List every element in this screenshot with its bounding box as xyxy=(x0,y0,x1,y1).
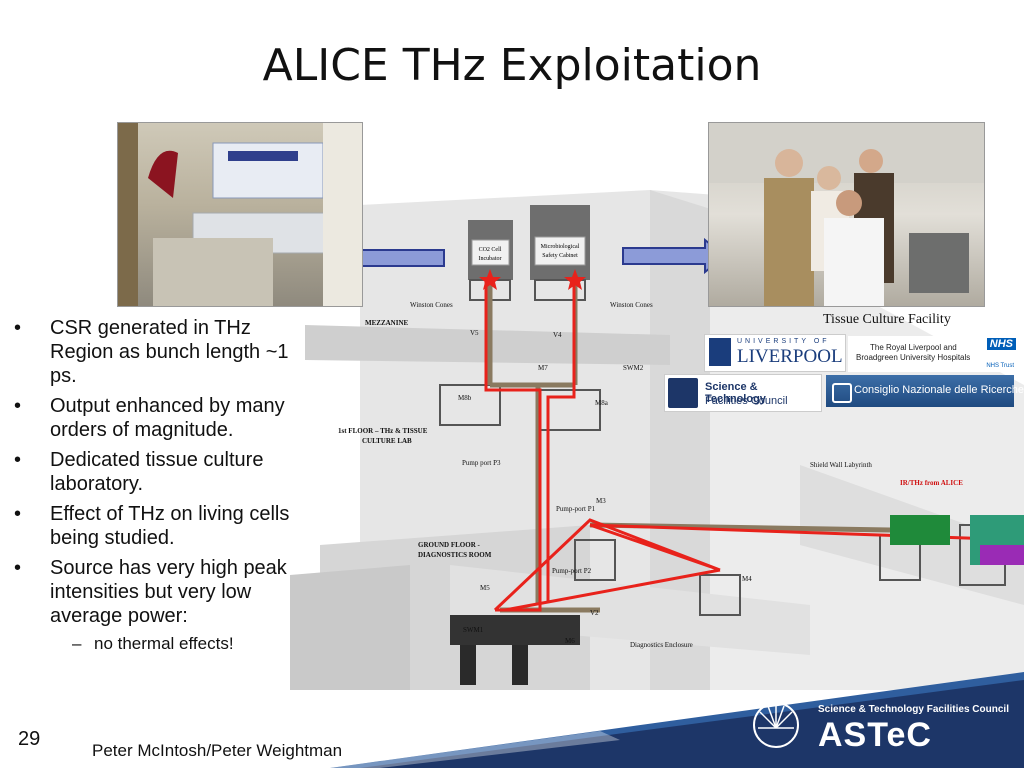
bullet-item: CSR generated in THz Region as bunch len… xyxy=(10,316,310,388)
lab-photo-image xyxy=(118,123,362,306)
bullet-item: Effect of THz on living cells being stud… xyxy=(10,502,310,550)
bullet-list: CSR generated in THz Region as bunch len… xyxy=(10,316,310,662)
alice-machine xyxy=(890,515,950,545)
irthz-label: IR/THz from ALICE xyxy=(900,479,963,487)
ground-floor-label: GROUND FLOOR - xyxy=(418,541,481,549)
svg-text:V5: V5 xyxy=(470,329,479,337)
svg-text:Incubator: Incubator xyxy=(479,256,502,262)
lab-photo xyxy=(117,122,363,307)
svg-text:SWM2: SWM2 xyxy=(623,364,644,372)
svg-text:M8b: M8b xyxy=(458,394,472,402)
footer-stfc-text: Science & Technology Facilities Council xyxy=(818,704,1009,715)
thz-beam-path xyxy=(484,280,1024,612)
svg-text:Pump-port P2: Pump-port P2 xyxy=(552,567,592,575)
arrow-right-icon xyxy=(622,238,727,274)
slide-author: Peter McIntosh/Peter Weightman xyxy=(92,741,343,760)
mezzanine-label: MEZZANINE xyxy=(365,319,409,327)
safety-cabinet: Microbiological Safety Cabinet xyxy=(530,205,590,280)
svg-text:M7: M7 xyxy=(538,364,548,372)
rlbuht-logo: NHS The Royal Liverpool and Broadgreen U… xyxy=(848,336,1018,372)
svg-text:M3: M3 xyxy=(596,497,606,505)
astec-logo-text: ASTeC xyxy=(818,716,932,754)
stfc-footer-sunburst-icon xyxy=(753,702,799,748)
winston-right-label: Winston Cones xyxy=(610,301,653,309)
stfc-logo: Science & Technology Facilities Council xyxy=(664,374,822,412)
diagnostics-label: Diagnostics Enclosure xyxy=(630,641,693,649)
sub-bullet-list: no thermal effects! xyxy=(50,632,310,656)
beamline-schematic: CO2 Cell Incubator Microbiological Safet… xyxy=(290,190,1024,690)
svg-text:Pump-port P1: Pump-port P1 xyxy=(556,505,596,513)
co2-label: CO2 Cell xyxy=(479,247,502,253)
svg-text:Microbiological: Microbiological xyxy=(541,244,580,250)
svg-text:DIAGNOSTICS ROOM: DIAGNOSTICS ROOM xyxy=(418,551,492,559)
bullet-item-text: Source has very high peak intensities bu… xyxy=(50,557,287,627)
star-markers xyxy=(479,269,586,290)
svg-text:Safety Cabinet: Safety Cabinet xyxy=(542,252,578,259)
winston-left-label: Winston Cones xyxy=(410,301,453,309)
stfc-sunburst-icon xyxy=(668,378,698,408)
slide-number: 29 xyxy=(18,728,41,750)
people-photo-image xyxy=(709,123,984,306)
liverpool-logo: UNIVERSITY OF LIVERPOOL xyxy=(704,334,846,372)
svg-text:M6: M6 xyxy=(565,637,575,645)
bullet-item: Dedicated tissue culture laboratory. xyxy=(10,448,310,496)
svg-text:V4: V4 xyxy=(553,331,562,339)
people-photo xyxy=(708,122,985,307)
svg-text:V2: V2 xyxy=(590,609,599,617)
first-floor-label: 1st FLOOR – THz & TISSUE xyxy=(338,427,428,435)
cnr-logo: Consiglio Nazionale delle Ricerche xyxy=(826,375,1024,407)
diagnostics-table xyxy=(450,615,580,645)
svg-text:CULTURE LAB: CULTURE LAB xyxy=(362,437,412,445)
svg-text:M5: M5 xyxy=(480,584,490,592)
svg-text:SWM1: SWM1 xyxy=(463,626,484,634)
sub-bullet-item: no thermal effects! xyxy=(50,632,310,656)
bullet-item: Output enhanced by many orders of magnit… xyxy=(10,394,310,442)
slide-title: ALICE THz Exploitation xyxy=(262,40,762,91)
svg-text:Pump port P3: Pump port P3 xyxy=(462,459,501,467)
liverpool-crest-icon xyxy=(709,338,731,366)
svg-text:M8a: M8a xyxy=(595,399,609,407)
cnr-mark-icon xyxy=(832,383,852,403)
photo-caption: Tissue Culture Facility xyxy=(823,312,951,327)
shield-label: Shield Wall Labyrinth xyxy=(810,461,872,469)
svg-text:M4: M4 xyxy=(742,575,752,583)
co2-incubator: CO2 Cell Incubator xyxy=(468,220,513,280)
bullet-item: Source has very high peak intensities bu… xyxy=(10,556,310,656)
